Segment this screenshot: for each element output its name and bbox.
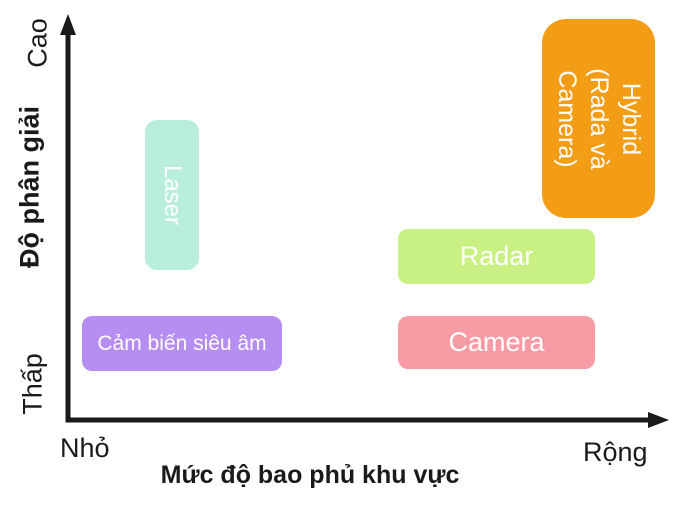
- sensor-box-hybrid: Hybrid (Rada và Camera): [542, 19, 655, 218]
- hybrid-label-line-1: Hybrid: [616, 82, 645, 155]
- sensor-box-camera: Camera: [398, 316, 595, 369]
- sensor-box-laser: Laser: [145, 120, 199, 270]
- sensor-box-ultrasonic-label: Cảm biến siêu âm: [97, 331, 267, 355]
- sensor-box-ultrasonic: Cảm biến siêu âm: [82, 316, 282, 371]
- y-axis-high-label: Cao: [22, 18, 53, 68]
- x-axis-title: Mức độ bao phủ khu vực: [160, 461, 460, 489]
- y-axis-arrow-icon: [60, 14, 76, 35]
- hybrid-label-line-3: Camera): [552, 69, 581, 168]
- sensor-box-radar: Radar: [398, 229, 595, 284]
- sensor-box-hybrid-label: Hybrid (Rada và Camera): [551, 21, 647, 216]
- x-axis-high-label: Rộng: [583, 437, 648, 467]
- y-axis-low-label: Thấp: [17, 353, 48, 415]
- sensor-box-laser-label: Laser: [159, 164, 186, 226]
- y-axis-title: Độ phân giải: [14, 106, 45, 268]
- hybrid-label-line-2: (Rada và: [584, 67, 613, 170]
- sensor-box-radar-label: Radar: [459, 241, 534, 271]
- sensor-box-camera-label: Camera: [448, 327, 545, 357]
- x-axis-low-label: Nhỏ: [60, 433, 110, 463]
- x-axis-arrow-icon: [648, 412, 669, 428]
